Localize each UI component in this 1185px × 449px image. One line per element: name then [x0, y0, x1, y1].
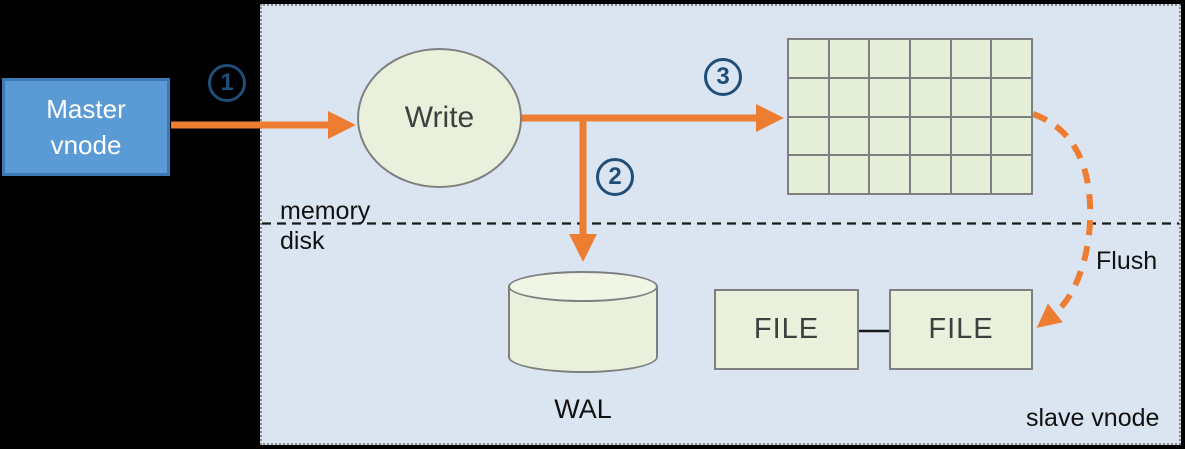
step-2-badge: 2 — [596, 158, 634, 196]
memtable-cell — [911, 156, 950, 193]
memtable-cell — [870, 78, 909, 116]
memtable-cell — [870, 117, 909, 155]
memory-region-label: memory — [280, 197, 371, 225]
memtable-grid — [787, 38, 1033, 195]
memtable-cell — [951, 117, 991, 155]
memtable-cell — [992, 40, 1031, 77]
memtable-cell — [829, 156, 869, 193]
memtable-cell — [951, 40, 991, 77]
wal-label: WAL — [554, 394, 612, 424]
memtable-cell — [911, 117, 950, 155]
memtable-cell — [951, 78, 991, 116]
memtable-cell — [829, 78, 869, 116]
memtable-cell — [992, 156, 1031, 193]
step-1-badge: 1 — [208, 64, 246, 102]
memtable-cell — [789, 78, 828, 116]
memtable-cell — [789, 156, 828, 193]
master-vnode-node: Master vnode — [2, 78, 170, 176]
memtable-cell — [829, 40, 869, 77]
memtable-cell — [911, 40, 950, 77]
memtable-cell — [789, 40, 828, 77]
memtable-cell — [992, 117, 1031, 155]
memtable-cell — [992, 78, 1031, 116]
memtable-cell — [829, 117, 869, 155]
memtable-cell — [789, 117, 828, 155]
memtable-cell — [870, 156, 909, 193]
file-box-2: FILE — [889, 289, 1033, 370]
memtable-cell — [911, 78, 950, 116]
disk-region-label: disk — [280, 227, 325, 255]
write-node: Write — [357, 48, 522, 188]
file-box-1: FILE — [714, 289, 859, 370]
step-3-badge: 3 — [704, 58, 742, 96]
flush-label: Flush — [1096, 247, 1158, 275]
slave-vnode-label: slave vnode — [1026, 404, 1160, 432]
wal-cylinder-top — [508, 271, 658, 302]
memtable-cell — [870, 40, 909, 77]
memtable-cell — [951, 156, 991, 193]
